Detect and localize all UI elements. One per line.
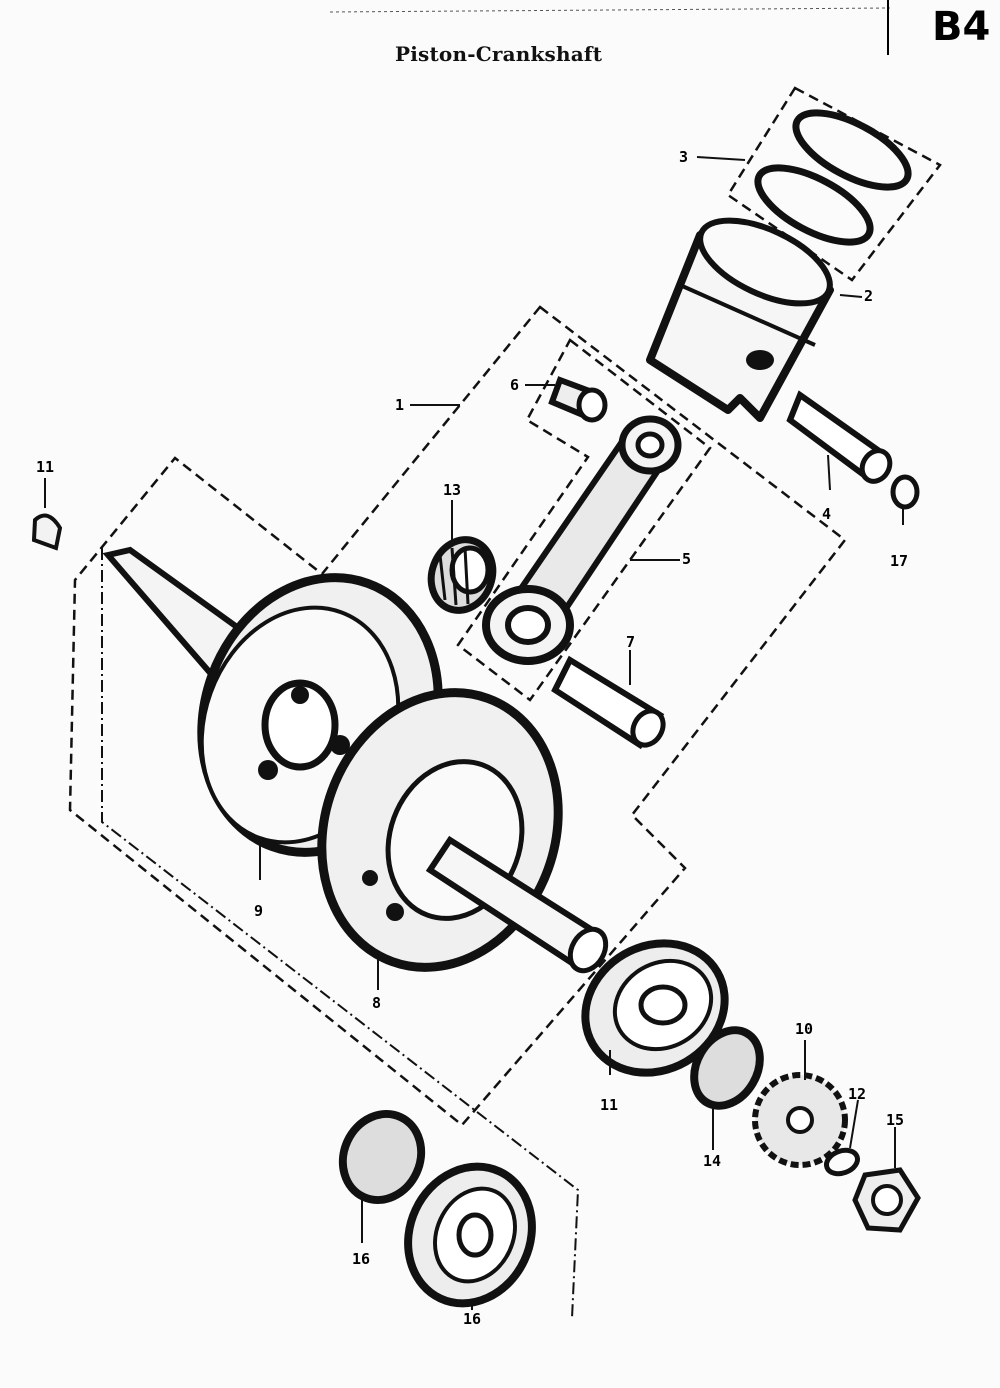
piston-rings [754, 109, 912, 246]
callout-15: 13 [443, 481, 462, 499]
group-box-flywheel-bearings [101, 548, 580, 1319]
callout-1: 1 [395, 396, 405, 414]
ball-bearing [581, 939, 729, 1077]
callout-5: 5 [682, 550, 692, 568]
callout-13: 11 [36, 458, 55, 476]
callout-7: 7 [626, 633, 636, 651]
callout-9: 9 [254, 902, 264, 920]
callout-6: 6 [510, 376, 520, 394]
group-box-connecting-rod [456, 338, 712, 702]
group-box-crank-assembly [68, 305, 847, 1127]
callout-11: 11 [600, 1096, 619, 1114]
gear [752, 1072, 848, 1168]
callout-14: 12 [848, 1085, 867, 1103]
connecting-rod [482, 415, 682, 665]
group-box-piston-rings [726, 86, 942, 282]
callout-4: 4 [822, 505, 832, 523]
callout-12: 15 [886, 1111, 905, 1129]
page-code: B4 [932, 4, 991, 50]
leader-lines [44, 156, 904, 1310]
needle-bearing [427, 536, 497, 614]
callout-3: 3 [679, 148, 689, 166]
callout-10: 10 [795, 1020, 814, 1038]
piston [646, 217, 834, 422]
callout-11-lower: 16 [463, 1310, 482, 1328]
oil-seal-lower [338, 1110, 426, 1204]
callout-16-lower: 16 [352, 1250, 371, 1268]
crank-pin [551, 655, 666, 750]
diagram-title: Piston-Crankshaft [395, 42, 603, 66]
washer [824, 1147, 860, 1177]
callout-17: 17 [890, 552, 909, 570]
oil-seal [690, 1026, 764, 1110]
woodruff-key [31, 513, 63, 551]
callout-16: 14 [703, 1152, 722, 1170]
callout-8: 8 [372, 994, 382, 1012]
nut [852, 1167, 921, 1233]
right-flywheel [317, 688, 609, 974]
ball-bearing-lower [404, 1162, 536, 1308]
piston-pin [786, 390, 893, 484]
circlip [890, 474, 920, 510]
callout-2: 2 [864, 287, 874, 305]
small-end-bushing [548, 376, 608, 423]
